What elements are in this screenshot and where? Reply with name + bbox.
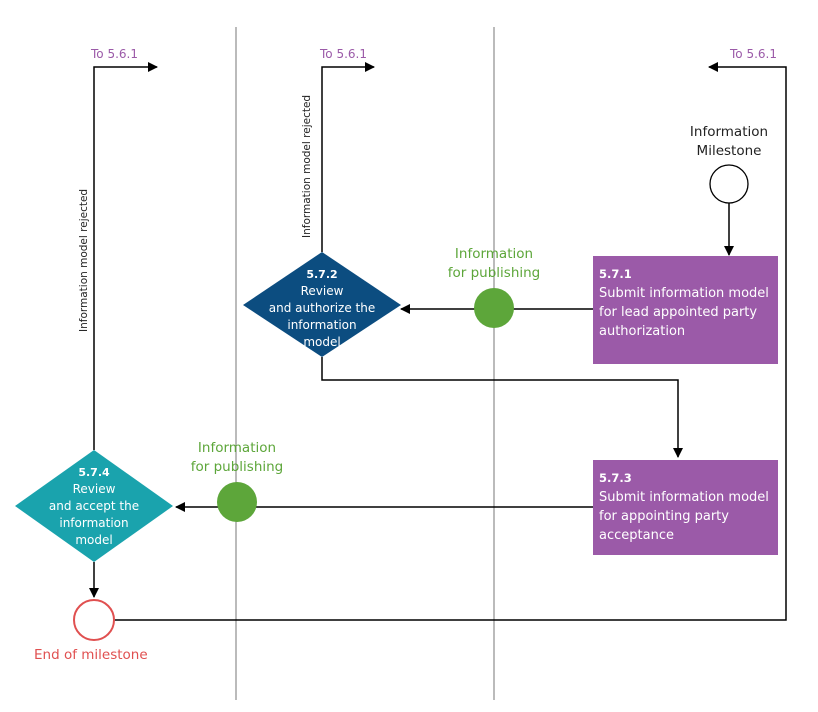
milestone-label: Information Milestone bbox=[689, 124, 769, 159]
flow-574-rejected bbox=[93, 62, 158, 450]
end-milestone-event bbox=[73, 599, 115, 641]
gateway-5-7-4-label[interactable]: 5.7.4 Review and accept the information … bbox=[24, 464, 164, 549]
task-5-7-1-text: Submit information model for lead appoin… bbox=[599, 286, 769, 339]
to-5-6-1-right-link[interactable]: To 5.6.1 bbox=[730, 47, 777, 61]
flow-end-loop bbox=[114, 62, 787, 621]
gateway-5-7-4-id: 5.7.4 bbox=[78, 466, 110, 479]
publishing-event-lower bbox=[217, 482, 257, 522]
task-5-7-3[interactable]: 5.7.3 Submit information model for appoi… bbox=[593, 460, 778, 555]
task-5-7-3-text: Submit information model for appointing … bbox=[599, 490, 769, 543]
publishing-event-upper bbox=[474, 288, 514, 328]
milestone-start-event bbox=[709, 164, 749, 204]
gateway-5-7-4 bbox=[15, 450, 173, 562]
to-5-6-1-middle-link[interactable]: To 5.6.1 bbox=[320, 47, 367, 61]
rejected-label-left: Information model rejected bbox=[78, 188, 90, 332]
gateway-5-7-2 bbox=[243, 252, 401, 357]
gateway-5-7-4-text: Review and accept the information model bbox=[48, 482, 140, 547]
publishing-label-lower: Information for publishing bbox=[190, 440, 284, 475]
task-5-7-1-id: 5.7.1 bbox=[599, 267, 632, 281]
gateway-5-7-2-label[interactable]: 5.7.2 Review and authorize the informati… bbox=[252, 266, 392, 351]
flow-572-rejected bbox=[321, 62, 375, 252]
task-5-7-1[interactable]: 5.7.1 Submit information model for lead … bbox=[593, 256, 778, 364]
publishing-label-upper: Information for publishing bbox=[447, 246, 541, 281]
gateway-5-7-2-id: 5.7.2 bbox=[306, 268, 338, 281]
end-milestone-label: End of milestone bbox=[34, 647, 148, 663]
flow-572-to-573 bbox=[321, 357, 683, 458]
gateway-5-7-2-text: Review and authorize the information mod… bbox=[268, 284, 376, 349]
to-5-6-1-left-link[interactable]: To 5.6.1 bbox=[91, 47, 138, 61]
task-5-7-3-id: 5.7.3 bbox=[599, 471, 632, 485]
rejected-label-middle: Information model rejected bbox=[301, 94, 313, 238]
